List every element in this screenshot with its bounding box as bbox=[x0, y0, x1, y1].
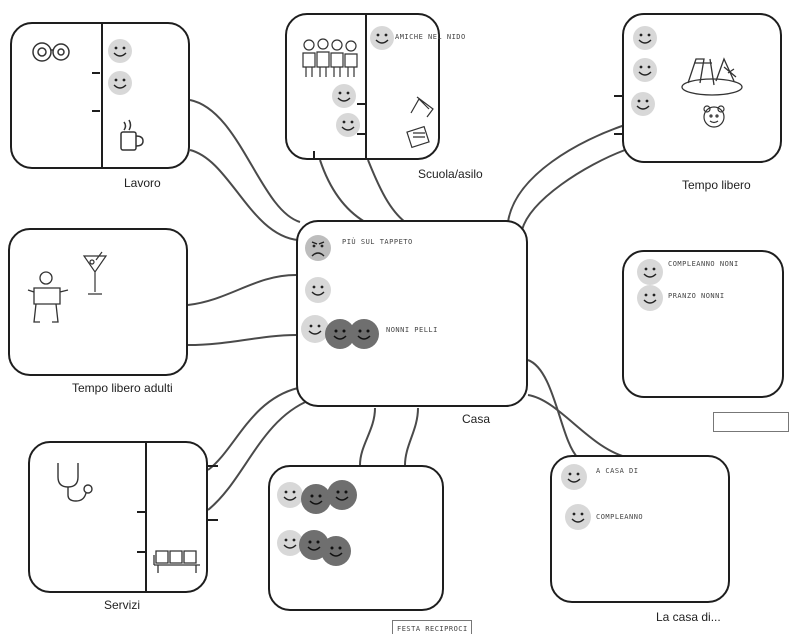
smiley-happy-icon bbox=[370, 26, 394, 50]
label-tempo-libero: Tempo libero bbox=[682, 178, 751, 192]
node-feste bbox=[268, 465, 444, 611]
smiley-happy-icon bbox=[108, 39, 132, 63]
adult-person-icon bbox=[27, 271, 69, 323]
smiley-happy-icon bbox=[108, 71, 132, 95]
connector-feste-2 bbox=[404, 407, 419, 466]
empty-label-box bbox=[713, 412, 789, 432]
connector-adulti-2 bbox=[187, 334, 297, 346]
smiley-happy-icon bbox=[305, 277, 331, 303]
note-casa-bottom: NONNI PELLI bbox=[386, 326, 438, 334]
smiley-sad-icon bbox=[305, 235, 331, 261]
waiting-chairs-icon bbox=[153, 550, 200, 573]
node-scuola: AMICHE NEL NIDO bbox=[285, 13, 465, 160]
smiley-happy-icon bbox=[565, 504, 591, 530]
stethoscope-icon bbox=[57, 463, 93, 502]
connector-lavoro-1 bbox=[189, 99, 301, 223]
label-lavoro: Lavoro bbox=[124, 176, 161, 190]
smiley-happy-icon bbox=[332, 84, 356, 108]
label-tempo-libero-adulti: Tempo libero adulti bbox=[72, 381, 173, 395]
coffee-mug-icon bbox=[120, 119, 144, 151]
school-supplies-icon bbox=[406, 96, 434, 149]
smiley-happy-icon bbox=[301, 315, 329, 343]
playground-icon bbox=[681, 57, 743, 96]
connector-tempolibero-1 bbox=[507, 124, 626, 223]
smiley-dark-icon bbox=[349, 319, 379, 349]
connector-adulti-1 bbox=[187, 274, 297, 306]
connector-servizi-1 bbox=[207, 387, 299, 471]
smiley-dark-icon bbox=[301, 484, 331, 514]
smiley-happy-icon bbox=[277, 482, 303, 508]
node-casa: PIÙ SUL TAPPETO NONNI PELLI bbox=[296, 220, 528, 407]
node-tempo-libero bbox=[614, 13, 782, 163]
connector-lavoro-2 bbox=[189, 149, 299, 241]
label-servizi: Servizi bbox=[104, 598, 141, 612]
smiley-dark-icon bbox=[321, 536, 351, 566]
label-la-casa-di: La casa di... bbox=[656, 610, 721, 624]
toy-icon bbox=[703, 105, 725, 128]
connector-casadi-1 bbox=[527, 359, 579, 459]
feste-label-box: FESTA RECIPROCI bbox=[392, 620, 472, 634]
note-parenti-2: PRANZO NONNI bbox=[668, 292, 725, 300]
glasses-icon bbox=[32, 42, 70, 62]
smiley-happy-icon bbox=[631, 92, 655, 116]
node-la-casa-di: A CASA DI COMPLEANNO bbox=[550, 455, 730, 603]
smiley-happy-icon bbox=[633, 58, 657, 82]
children-group-icon bbox=[302, 38, 358, 77]
connector-tempolibero-2 bbox=[521, 149, 626, 231]
note-scuola: AMICHE NEL NIDO bbox=[395, 33, 466, 41]
node-parenti: COMPLEANNO NONI PRANZO NONNI bbox=[622, 250, 784, 398]
note-feste: FESTA RECIPROCI bbox=[397, 625, 468, 633]
note-la-casa-di-1: A CASA DI bbox=[596, 467, 639, 475]
note-casa-top: PIÙ SUL TAPPETO bbox=[342, 238, 413, 246]
smiley-dark-icon bbox=[327, 480, 357, 510]
cocktail-glass-icon bbox=[82, 251, 108, 295]
smiley-happy-icon bbox=[633, 26, 657, 50]
label-scuola: Scuola/asilo bbox=[418, 167, 483, 181]
smiley-happy-icon bbox=[336, 113, 360, 137]
note-parenti-1: COMPLEANNO NONI bbox=[668, 260, 739, 268]
smiley-dark-icon bbox=[325, 319, 355, 349]
node-tempo-libero-adulti bbox=[8, 228, 188, 376]
smiley-happy-icon bbox=[637, 285, 663, 311]
connector-casadi-2 bbox=[527, 394, 631, 459]
connector-servizi-2 bbox=[207, 399, 311, 511]
label-casa: Casa bbox=[462, 412, 491, 426]
connector-scuola-2 bbox=[367, 159, 406, 223]
note-la-casa-di-2: COMPLEANNO bbox=[596, 513, 644, 521]
smiley-happy-icon bbox=[637, 259, 663, 285]
smiley-happy-icon bbox=[277, 530, 303, 556]
node-lavoro bbox=[10, 22, 190, 169]
connector-scuola-1 bbox=[319, 159, 366, 223]
connector-feste-1 bbox=[359, 407, 376, 466]
timeline-divider bbox=[101, 22, 103, 169]
node-servizi bbox=[28, 441, 218, 593]
smiley-happy-icon bbox=[561, 464, 587, 490]
